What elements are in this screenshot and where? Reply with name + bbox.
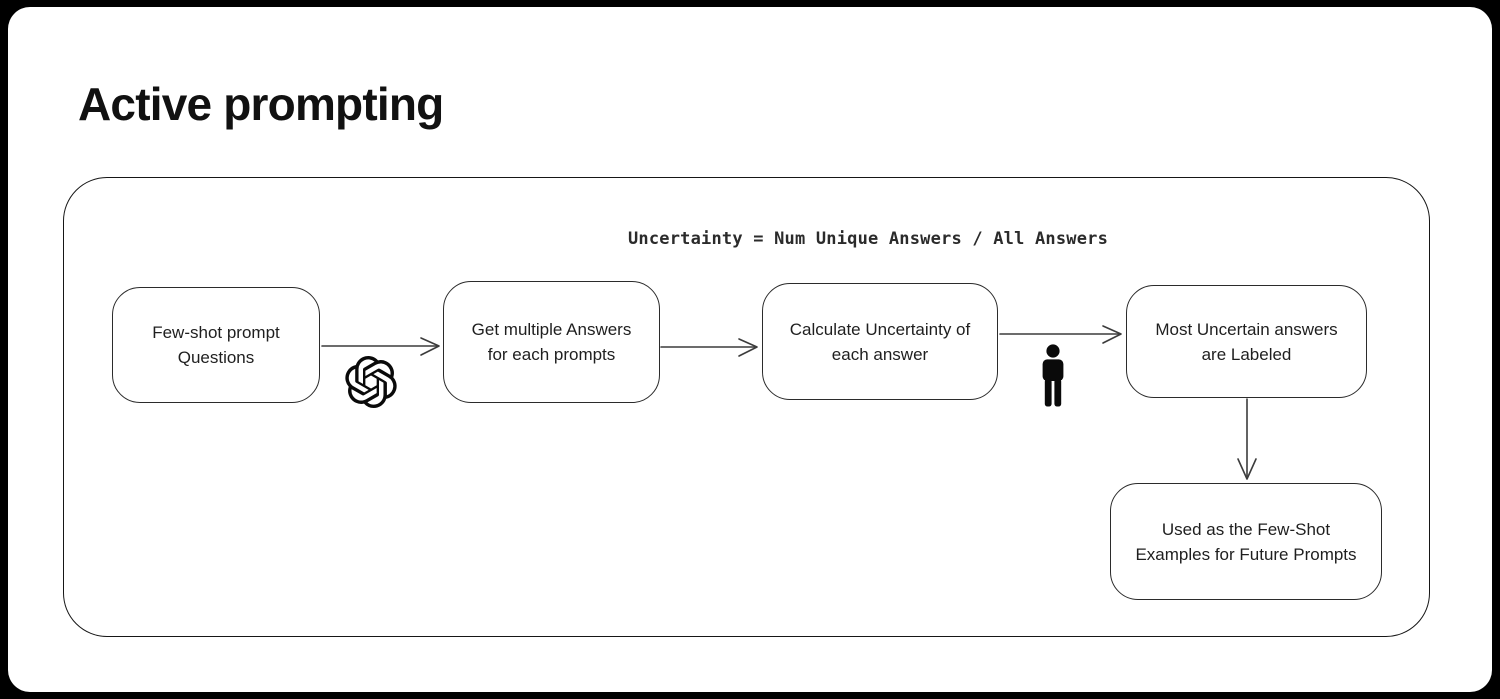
page-title: Active prompting — [78, 77, 444, 130]
flowchart-container — [63, 177, 1430, 637]
human-figure-icon — [1042, 344, 1064, 407]
node-label-line: Calculate Uncertainty of — [789, 319, 971, 339]
node-calculate-uncertainty: Calculate Uncertainty of each answer — [762, 283, 998, 400]
node-get-multiple-answers: Get multiple Answers for each prompts — [443, 281, 660, 403]
node-used-as-few-shot-examples: Used as the Few-Shot Examples for Future… — [1110, 483, 1382, 600]
node-few-shot-prompt-questions: Few-shot prompt Questions — [112, 287, 320, 403]
node-label-line: Questions — [177, 348, 255, 367]
node-label-line: are Labeled — [1201, 344, 1292, 364]
node-label-line: Examples for Future Prompts — [1135, 544, 1357, 564]
uncertainty-formula: Uncertainty = Num Unique Answers / All A… — [628, 229, 1109, 249]
node-most-uncertain-labeled: Most Uncertain answers are Labeled — [1126, 285, 1367, 398]
openai-logo-icon — [345, 356, 397, 408]
node-label-line: for each prompts — [487, 345, 616, 364]
node-label-line: Few-shot prompt — [152, 323, 280, 342]
node-label-line: Get multiple Answers — [471, 320, 632, 339]
node-label-line: Used as the Few-Shot — [1161, 519, 1331, 539]
node-label-line: each answer — [831, 344, 929, 364]
node-label-line: Most Uncertain answers — [1155, 319, 1338, 339]
